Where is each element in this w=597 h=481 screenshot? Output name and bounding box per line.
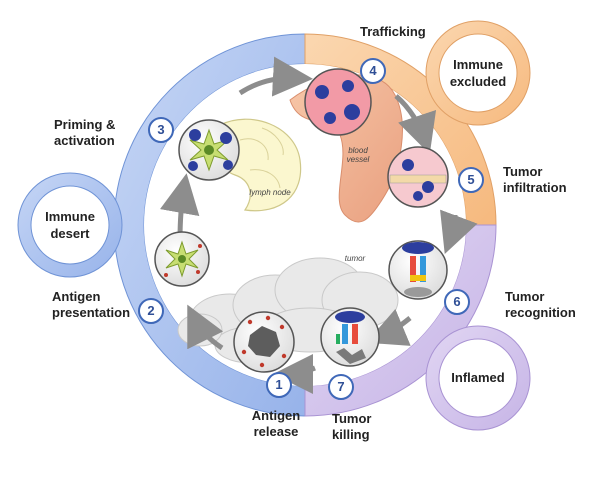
step-number-1: 1	[266, 372, 292, 398]
immune-excluded-label: Immune excluded	[438, 56, 518, 90]
vignette-infiltration	[387, 146, 449, 208]
label-line: presentation	[52, 305, 131, 320]
label-line: Immune	[45, 209, 95, 224]
label-tumor-infiltration: Tumor infiltration	[503, 164, 567, 196]
label-line: killing	[332, 427, 370, 442]
label-line: Tumor	[505, 289, 545, 304]
step-number-3: 3	[148, 117, 174, 143]
immune-desert-label: Immune desert	[30, 208, 110, 242]
label-line: excluded	[449, 74, 507, 89]
label-line: Trafficking	[360, 24, 426, 39]
label-line: vessel	[346, 155, 370, 164]
label-line: desert	[50, 226, 90, 241]
cycle-arrows	[159, 56, 478, 394]
label-line: Tumor	[503, 164, 543, 179]
label-line: infiltration	[503, 180, 567, 195]
label-line: recognition	[505, 305, 576, 320]
tumor-annotation: tumor	[344, 254, 366, 263]
label-line: Tumor	[332, 411, 372, 426]
label-line: blood	[348, 146, 368, 155]
lymph-node-annotation: lymph node	[249, 188, 291, 197]
vignette-priming	[178, 119, 240, 181]
vignette-killing	[320, 307, 380, 367]
vignette-recognition	[388, 240, 448, 300]
step-number-7: 7	[328, 374, 354, 400]
label-line: Immune	[453, 57, 503, 72]
label-antigen-presentation: Antigen presentation	[52, 289, 130, 321]
label-line: activation	[54, 133, 115, 148]
label-line: Antigen	[251, 408, 301, 423]
label-trafficking: Trafficking	[360, 24, 426, 40]
step-number-6: 6	[444, 289, 470, 315]
vignette-trafficking	[304, 68, 372, 136]
label-tumor-recognition: Tumor recognition	[505, 289, 576, 321]
step-number-4: 4	[360, 58, 386, 84]
label-line: Priming &	[54, 117, 116, 132]
label-antigen-release: Antigen release	[246, 408, 306, 440]
label-priming-activation: Priming & activation	[54, 117, 115, 149]
vignette-antigen-presentation	[154, 231, 210, 287]
label-line: release	[253, 424, 299, 439]
step-number-2: 2	[138, 298, 164, 324]
vignette-antigen-release	[233, 311, 295, 373]
label-line: Antigen	[52, 289, 101, 304]
step-number-5: 5	[458, 167, 484, 193]
inflamed-label: Inflamed	[451, 370, 505, 385]
blood-vessel-annotation: blood vessel	[338, 146, 378, 164]
label-tumor-killing: Tumor killing	[332, 411, 371, 443]
